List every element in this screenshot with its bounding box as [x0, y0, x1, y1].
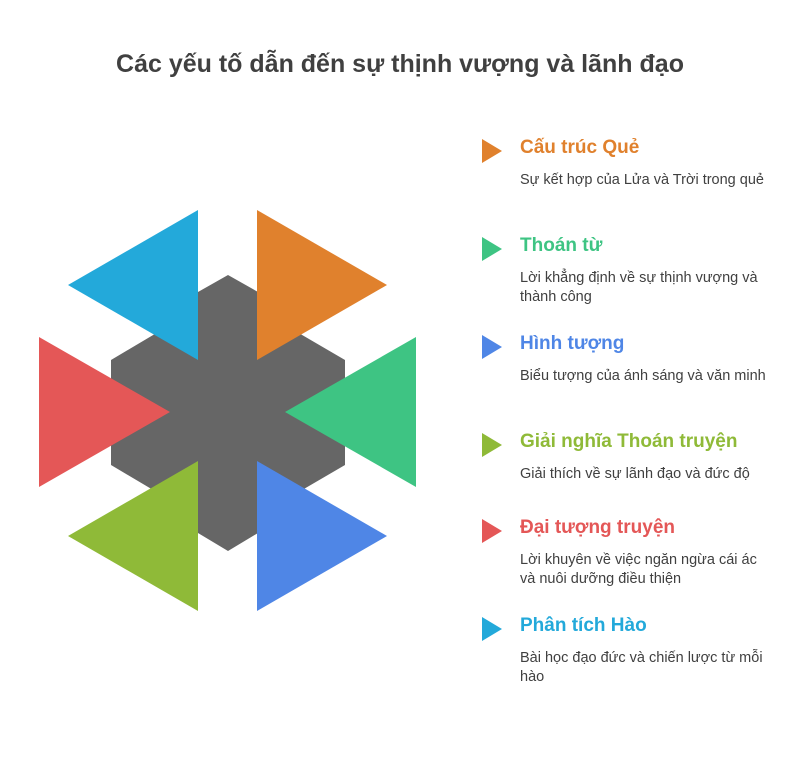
- play-arrow-icon: [482, 335, 502, 359]
- item-title: Giải nghĩa Thoán truyện: [520, 431, 738, 452]
- item-title: Phân tích Hào: [520, 615, 647, 636]
- item-description: Biểu tượng của ánh sáng và văn minh: [520, 368, 766, 384]
- item-description: Sự kết hợp của Lửa và Trời trong quẻ: [520, 172, 764, 188]
- play-arrow-icon: [482, 433, 502, 457]
- triangle-lime: [68, 461, 198, 611]
- item-description: Lời khẳng định về sự thịnh vượng và thàn…: [520, 270, 758, 305]
- item-title: Đại tượng truyện: [520, 517, 675, 538]
- play-arrow-icon: [482, 519, 502, 543]
- item-title: Cấu trúc Quẻ: [520, 137, 640, 158]
- triangle-red: [39, 337, 170, 487]
- play-arrow-icon: [482, 617, 502, 641]
- item-description: Giải thích về sự lãnh đạo và đức độ: [520, 466, 750, 482]
- play-arrow-icon: [482, 139, 502, 163]
- item-title: Hình tượng: [520, 333, 625, 354]
- triangle-blue: [257, 461, 387, 611]
- item-description: Lời khuyên về việc ngăn ngừa cái ác và n…: [520, 552, 757, 587]
- diagram-title: Các yếu tố dẫn đến sự thịnh vượng và lãn…: [116, 50, 684, 78]
- triangle-orange: [257, 210, 387, 360]
- item-description: Bài học đạo đức và chiến lược từ mỗi hào: [520, 650, 763, 685]
- play-arrow-icon: [482, 237, 502, 261]
- triangle-cyan: [68, 210, 198, 360]
- item-title: Thoán từ: [520, 235, 603, 256]
- triangle-green: [285, 337, 416, 487]
